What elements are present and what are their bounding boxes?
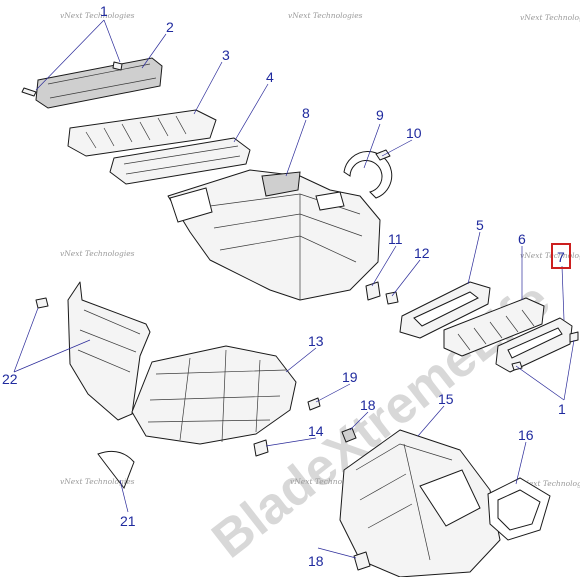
callout-7: 7	[557, 249, 565, 265]
callout-18-mid: 18	[360, 397, 376, 413]
part-4-duct	[109, 137, 251, 185]
part-18-nut-mid	[341, 427, 357, 443]
callout-8: 8	[302, 105, 310, 121]
part-15-airbox	[339, 429, 501, 577]
part-22-tray	[35, 281, 151, 421]
part-8-upper-housing	[167, 169, 381, 301]
part-19-screw	[307, 397, 321, 411]
part-1-screws-top	[21, 61, 123, 97]
callout-18-bottom: 18	[308, 553, 324, 569]
callout-21: 21	[120, 513, 136, 529]
part-10-screw	[375, 149, 391, 161]
watermark-small: vNext Technologies	[290, 477, 365, 486]
highlight-box	[551, 243, 571, 269]
callout-1-right: 1	[558, 401, 566, 417]
watermark-small: vNext Technologies	[520, 13, 580, 22]
watermark-small: vNext Technologies	[60, 477, 135, 486]
part-21-clip	[97, 450, 135, 490]
part-7-gasket-plate	[495, 317, 573, 373]
callout-3: 3	[222, 47, 230, 63]
part-18-nut-bottom	[353, 551, 371, 571]
part-16-seal	[487, 477, 551, 541]
watermark-small: vNext Technologies	[518, 479, 580, 488]
watermark-small: vNext Technologies	[288, 11, 363, 20]
part-6-filter	[443, 297, 545, 357]
callout-6: 6	[518, 231, 526, 247]
watermark-small: vNext Technologies	[60, 249, 135, 258]
callout-19: 19	[342, 369, 358, 385]
part-12-nut	[385, 291, 399, 305]
callout-labels: 1 2 3 4 8 9 10 11 12 5 6 7 1 22 13 19 18…	[2, 3, 566, 569]
callout-5: 5	[476, 217, 484, 233]
callout-12: 12	[414, 245, 430, 261]
part-9-clamp	[343, 151, 393, 199]
callout-15: 15	[438, 391, 454, 407]
callout-16: 16	[518, 427, 534, 443]
callout-4: 4	[266, 69, 274, 85]
callout-1-top: 1	[100, 3, 108, 19]
watermark-small: vNext Technologies	[60, 11, 135, 20]
part-1-screws-right	[511, 331, 579, 371]
callout-9: 9	[376, 107, 384, 123]
callout-2: 2	[166, 19, 174, 35]
leader-lines	[13, 19, 575, 559]
callout-13: 13	[308, 333, 324, 349]
part-5-frame	[399, 281, 491, 339]
callout-10: 10	[406, 125, 422, 141]
part-14-grommet	[253, 439, 269, 457]
callout-11: 11	[388, 231, 403, 247]
watermark-small: vNext Technologies	[520, 251, 580, 260]
part-13-lower-housing	[131, 345, 297, 445]
callout-22: 22	[2, 371, 18, 387]
callout-14: 14	[308, 423, 324, 439]
part-2-gasket	[35, 57, 163, 109]
